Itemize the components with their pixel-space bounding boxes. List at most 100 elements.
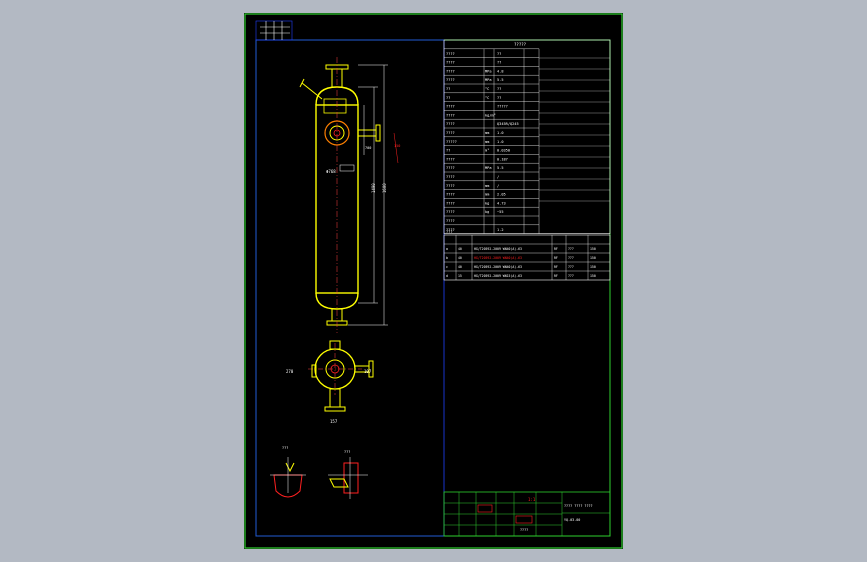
spec-row-unit: kg/m³	[485, 113, 496, 117]
spec-row-value: ?????	[497, 105, 508, 109]
nozzle-row-dn: 40	[458, 265, 462, 269]
spec-row-label: ????	[446, 210, 455, 214]
nozzle-row-face: RF	[554, 256, 558, 260]
spec-row-value: ??	[497, 96, 501, 100]
nozzle-row-mark: d	[446, 274, 448, 278]
inner-frame	[255, 39, 611, 537]
nozzle-row-len: 150	[590, 247, 596, 251]
spec-row-label: ??	[446, 87, 450, 91]
spec-row-value: 2.05	[497, 193, 506, 197]
dim-plan-left: 270	[286, 369, 294, 374]
weld-detail-b: ???	[328, 450, 368, 499]
spec-row-label: ?????	[446, 140, 457, 144]
spec-row-value: 1.0	[497, 131, 504, 135]
nozzle-row-dn: 40	[458, 247, 462, 251]
nozzle-row-dn: 15	[458, 274, 462, 278]
spec-row-value: ??	[497, 87, 501, 91]
spec-row-label: ????	[446, 157, 455, 161]
drawing-number: YQ-03-00	[564, 518, 580, 522]
spec-row-label: ????	[446, 122, 455, 126]
spec-row-label: ????	[446, 78, 455, 82]
dim-plan-bottom: 157	[330, 419, 338, 424]
nozzle-row-std: HG/T20592-2009 WN40(A)-63	[474, 256, 522, 260]
spec-row-label: ????	[446, 228, 455, 232]
spec-row-label: ????	[446, 166, 455, 170]
nozzle-row-len: 150	[590, 274, 596, 278]
spec-row-label: ????	[446, 105, 455, 109]
spec-row-value: 4.8	[497, 69, 504, 73]
nozzle-table-caption: ???	[446, 230, 453, 234]
spec-row-value: ~55	[497, 210, 504, 214]
company-name: ????	[520, 528, 528, 532]
nozzle-row-mark: b	[446, 256, 448, 260]
spec-row-unit: MPa	[485, 69, 492, 73]
spec-row-value: 0.0350	[497, 149, 510, 153]
nozzle-row-face: RF	[554, 274, 558, 278]
spec-row-value: ??	[497, 52, 501, 56]
spec-row-unit: m³	[485, 149, 489, 153]
nozzle-row-len: 150	[590, 256, 596, 260]
nozzle-row-dn: 40	[458, 256, 462, 260]
spec-row-unit: MPa	[485, 78, 492, 82]
nozzle-row-len: 150	[590, 265, 596, 269]
dim-nozzle-b: 150	[394, 144, 400, 148]
spec-row-unit: °C	[485, 87, 489, 91]
elevation-dimensions	[348, 64, 399, 326]
spec-row-value: 5.5	[497, 166, 504, 170]
spec-row-label: ????	[446, 175, 455, 179]
corner-stamp	[255, 20, 293, 41]
spec-row-value: 5.5	[497, 78, 504, 82]
weld-detail-b-title: ???	[344, 450, 350, 454]
spec-row-unit: mm	[485, 140, 489, 144]
drawing-sheet: Φ768 1600 1490 700 150	[244, 13, 623, 549]
nozzle-row-use: ???	[568, 274, 574, 278]
spec-row-unit: kg	[485, 210, 489, 214]
outer-frame	[244, 13, 623, 549]
nozzle-row-use: ???	[568, 265, 574, 269]
spec-row-value: 1.2	[497, 228, 504, 232]
spec-row-label: ????	[446, 219, 455, 223]
spec-row-label: ??	[446, 149, 450, 153]
spec-row-label: ????	[446, 52, 455, 56]
nozzle-row-mark: c	[446, 265, 448, 269]
weld-detail-a-title: ???	[282, 446, 288, 450]
spec-table-header: ?????	[514, 42, 527, 47]
nozzle-row-face: RF	[554, 265, 558, 269]
title-block: 1:1 ???? ???? ???? YQ-03-00 ????	[443, 491, 611, 537]
nozzle-row-std: HG/T20592-2009 WN40(A)-63	[474, 247, 522, 251]
nozzle-row-std: HG/T20592-2009 WN40(A)-63	[474, 265, 522, 269]
nozzle-row-std: HG/T20592-2009 WN15(A)-63	[474, 274, 522, 278]
spec-row-unit: mm	[485, 193, 489, 197]
dim-shell-height: 1600	[382, 183, 387, 193]
spec-row-unit: kg	[485, 201, 489, 205]
weld-detail-a: ???	[270, 446, 306, 498]
drawing-name: ???? ???? ????	[564, 504, 593, 508]
nozzle-row-use: ???	[568, 247, 574, 251]
drawing-canvas: Φ768 1600 1490 700 150	[244, 13, 623, 549]
spec-row-label: ????	[446, 184, 455, 188]
dim-plan-right: 107	[364, 369, 372, 374]
spec-row-label: ????	[446, 131, 455, 135]
spec-row-label: ????	[446, 61, 455, 65]
spec-row-value: Q345R/Q245	[497, 122, 519, 126]
spec-row-label: ????	[446, 113, 455, 117]
shell-diameter-label: Φ768	[326, 169, 336, 174]
spec-row-unit: MPa	[485, 166, 492, 170]
spec-row-value: 4.73	[497, 201, 506, 205]
spec-row-value: 0.187	[497, 157, 508, 161]
view-frame	[255, 39, 445, 537]
dim-nozzle-a: 700	[365, 146, 371, 150]
spec-row-value: /	[497, 175, 499, 179]
spec-row-label: ????	[446, 193, 455, 197]
spec-row-value: ??	[497, 61, 501, 65]
vessel-elevation: Φ768	[299, 57, 381, 333]
spec-row-unit: °C	[485, 96, 489, 100]
spec-row-label: ??	[446, 96, 450, 100]
nozzle-row-face: RF	[554, 247, 558, 251]
spec-row-label: ????	[446, 69, 455, 73]
nozzle-row-use: ???	[568, 256, 574, 260]
spec-row-unit: mm	[485, 131, 489, 135]
